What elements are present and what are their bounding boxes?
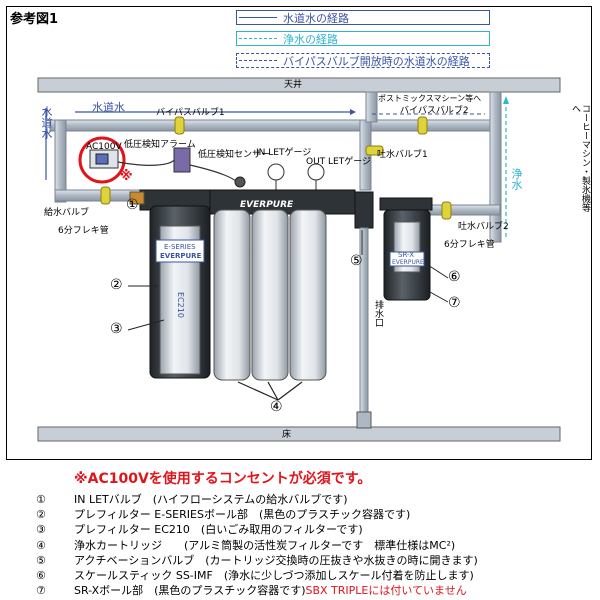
to-machine-label: コーヒーマシン・製氷機等へ bbox=[570, 104, 590, 212]
floor-label: 床 bbox=[282, 430, 292, 440]
ac100v-warning: ※AC100Vを使用するコンセントが必須です。 bbox=[74, 471, 372, 487]
low-pressure-alarm-label: 低圧検知アラーム bbox=[124, 140, 196, 150]
right-riser-pipe bbox=[489, 91, 502, 243]
plumbing-diagram bbox=[37, 77, 561, 442]
legend-line-solid bbox=[239, 17, 277, 18]
floor-bar bbox=[37, 426, 561, 442]
bypass-valve-2-label: バイパスバルブ2 bbox=[400, 106, 469, 116]
cartridge-2 bbox=[251, 209, 289, 381]
callout-1: ① bbox=[126, 197, 139, 213]
tap-water-label: 水道水 bbox=[92, 101, 125, 114]
main-pipe bbox=[49, 119, 496, 132]
outlet-valve-2-label: 吐水バルブ2 bbox=[458, 222, 509, 232]
ceiling-bar bbox=[37, 77, 561, 93]
postmix-pipe bbox=[365, 91, 378, 123]
bypass-valve-2 bbox=[417, 116, 428, 135]
inlet-gauge-label: IN LETゲージ bbox=[256, 148, 312, 158]
diagram-frame bbox=[6, 6, 592, 460]
low-pressure-alarm bbox=[173, 147, 191, 173]
outlet-gauge-label: OUT LETゲージ bbox=[306, 157, 372, 167]
legend-line-dashed bbox=[239, 38, 277, 39]
callout-5: ⑤ bbox=[350, 253, 363, 269]
callout-3: ③ bbox=[110, 321, 123, 337]
legend-label: バイパスバルブ開放時の水道水の経路 bbox=[283, 55, 470, 68]
tap-water-vertical-label: 水道水 bbox=[40, 106, 53, 139]
callout-6: ⑥ bbox=[448, 269, 461, 285]
legend-line-dashed bbox=[239, 60, 277, 61]
supply-valve-label: 給水バルブ bbox=[44, 208, 90, 218]
ac100v-highlight-circle bbox=[78, 136, 126, 184]
inlet-gauge bbox=[267, 163, 285, 181]
callout-2: ② bbox=[110, 277, 123, 293]
diagram-title: 参考図1 bbox=[10, 12, 59, 27]
purified-vertical-label: 浄水 bbox=[510, 168, 523, 190]
drain-label: 排水口 bbox=[373, 300, 383, 327]
outlet-valve-1-label: 吐水バルブ1 bbox=[377, 150, 428, 160]
legend-label: 浄水の経路 bbox=[283, 33, 338, 46]
callout-7: ⑦ bbox=[448, 295, 461, 311]
bypass-valve-1 bbox=[174, 116, 185, 135]
legend-purified-water: 浄水の経路 bbox=[236, 31, 490, 46]
flex-pipe-right-label: 6分フレキ管 bbox=[444, 240, 495, 250]
activation-valve bbox=[354, 191, 374, 229]
eseries-label: E-SERIES bbox=[164, 243, 196, 251]
note-red-text: SBX TRIPLEには付いていません bbox=[305, 584, 467, 598]
cartridge-3 bbox=[289, 209, 327, 381]
bypass-valve-1-label: バイパスバルブ1 bbox=[156, 108, 225, 118]
outlet-valve-1 bbox=[365, 145, 384, 156]
legend-bypass: バイパスバルブ開放時の水道水の経路 bbox=[236, 53, 490, 68]
callout-4: ④ bbox=[270, 399, 283, 415]
flex-pipe-left-label: 6分フレキ管 bbox=[58, 226, 109, 236]
ec210-label: EC210 bbox=[176, 292, 185, 318]
srx-label: SR-X bbox=[398, 251, 414, 259]
legend-tap-water: 水道水の経路 bbox=[236, 10, 490, 25]
brand-label: EVERPURE bbox=[240, 200, 294, 210]
eseries-brand: EVERPURE bbox=[160, 252, 202, 260]
supply-valve bbox=[100, 186, 111, 205]
low-pressure-sensor bbox=[234, 176, 246, 188]
eseries-badge bbox=[155, 239, 205, 263]
left-riser-pipe bbox=[54, 119, 67, 203]
srx-brand: EVERPURE bbox=[392, 259, 424, 266]
srx-head bbox=[379, 197, 433, 211]
low-pressure-sensor-label: 低圧検知センサー bbox=[198, 150, 271, 160]
outlet-pipe bbox=[429, 204, 501, 216]
ac100v-label: AC100V bbox=[86, 142, 122, 152]
legend-label: 水道水の経路 bbox=[283, 12, 349, 25]
srx-badge bbox=[389, 251, 425, 267]
outlet-valve-2 bbox=[441, 201, 452, 220]
ceiling-label: 天井 bbox=[284, 80, 303, 90]
kome-mark: ※ bbox=[120, 169, 133, 184]
cartridge-1 bbox=[213, 209, 251, 381]
to-postmix-label: ポストミックスマシーン等へ bbox=[378, 94, 482, 103]
